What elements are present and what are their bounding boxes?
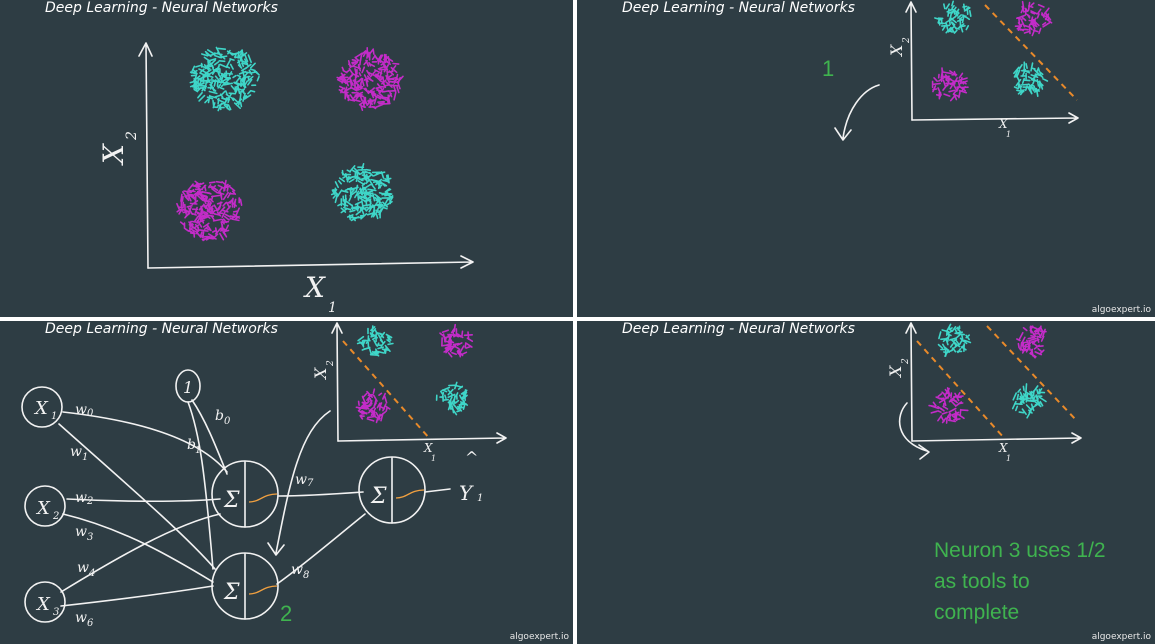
pointer-arrow [834, 84, 880, 141]
mini-cluster-top-right [439, 323, 474, 358]
note-line-3: complete [934, 601, 1019, 624]
mini-x-sub: 1 [1006, 454, 1011, 463]
network-label-sub: 3 [53, 607, 59, 618]
mini-cluster-top-left [937, 323, 972, 358]
mini-y-sub: 2 [902, 37, 912, 44]
network-label-w4: w [77, 560, 89, 576]
cluster-bottom-right [330, 163, 394, 222]
network-label-w3: w [75, 524, 87, 540]
step-label: 2 [280, 601, 292, 626]
mini-x-label: X [998, 117, 1008, 131]
network-label-b1s: 1 [195, 445, 201, 456]
mini-cluster-top-left [934, 0, 972, 34]
network-label-hat: ^ [465, 448, 478, 467]
mini-y-label: X [886, 365, 905, 379]
network-label-w0: w [75, 402, 87, 418]
mini-plot: X 2 X 1 [887, 0, 1079, 139]
mini-plot: X 2 X 1 [886, 322, 1082, 463]
network-drawing-1: X 2 X 1 X1X2X31w0w1w2w3w4w6w7w8b0b1ΣΣΣ^Y… [822, 0, 1079, 141]
network-label-w1: w [70, 444, 82, 460]
x-axis-subscript: 1 [328, 300, 337, 316]
panel-title: Deep Learning - Neural Networks [45, 0, 278, 16]
network-label-bias_node: 1 [183, 378, 193, 397]
mini-y-sub: 2 [326, 360, 336, 367]
cluster-top-right [336, 46, 404, 111]
x-axis-label: X [303, 271, 326, 304]
network-label-w6: w [75, 610, 87, 626]
panel-title: Deep Learning - Neural Networks [45, 321, 278, 337]
note-line-1: Neuron 3 uses 1/2 [934, 539, 1106, 562]
mini-x-sub: 1 [431, 454, 436, 463]
panel-title: Deep Learning - Neural Networks [622, 0, 855, 16]
network-label-b0s: 0 [224, 416, 231, 427]
mini-y-sub: 2 [901, 358, 911, 365]
mini-cluster-bottom-left [931, 67, 969, 102]
network-label-name: X [35, 594, 51, 615]
pointer-arrow [267, 410, 331, 556]
y-axis-label: X [97, 143, 130, 166]
network-label-sub: 1 [51, 411, 57, 422]
panel-network-step-3: Deep Learning - Neural Networks X 2 X 1 [577, 321, 1155, 644]
mini-cluster-bottom-left [928, 387, 969, 424]
mini-cluster-top-right [1014, 0, 1053, 37]
network-label-w4s: 4 [88, 568, 95, 579]
mini-cluster-bottom-right [1013, 61, 1049, 97]
network-label-w6s: 6 [87, 618, 94, 629]
mini-cluster-bottom-right [435, 381, 469, 416]
network-label-sum_symbol: Σ [370, 484, 387, 509]
network-label-sub: 2 [52, 511, 59, 522]
network-label-w8: w [291, 562, 303, 578]
network-label-name: X [35, 498, 51, 519]
watermark: algoexpert.io [509, 632, 569, 642]
pointer-arrow [898, 402, 930, 460]
y-axis-subscript: 2 [124, 131, 140, 141]
plot-axes [138, 42, 474, 269]
network-label-w0s: 0 [87, 408, 94, 419]
cluster-bottom-left [176, 179, 243, 242]
watermark: algoexpert.io [1091, 305, 1151, 315]
network-label-b0: b [215, 408, 224, 424]
mini-plot: X 2 X 1 [311, 322, 507, 463]
note-line-2: as tools to [934, 570, 1030, 593]
network-label-w2: w [75, 490, 87, 506]
network-label-w7s: 7 [307, 478, 314, 489]
step-label: 1 [822, 56, 834, 81]
decision-boundary-2 [342, 340, 431, 440]
network-label-name: X [33, 398, 49, 419]
panel-network-step-2: Deep Learning - Neural Networks X 2 X 1 [0, 321, 573, 644]
network-label-sub: 1 [477, 493, 483, 504]
network-label-w7: w [295, 472, 307, 488]
network-label-w3s: 3 [87, 532, 93, 543]
mini-cluster-bottom-right [1011, 383, 1047, 419]
network-label-w1s: 1 [82, 452, 88, 463]
mini-y-label: X [311, 367, 330, 381]
panel-xor-plot: Deep Learning - Neural Networks X 2 X 1 [0, 0, 573, 317]
decision-boundary-1 [984, 4, 1078, 101]
cluster-top-left [189, 46, 260, 112]
mini-cluster-top-left [356, 325, 394, 357]
network-label-w8s: 8 [303, 570, 309, 581]
network-label-sum_symbol: Σ [223, 488, 240, 513]
xor-plot-drawing: X 2 X 1 [97, 42, 474, 316]
decision-boundary-2 [916, 340, 1006, 440]
panel-network-step-1: Deep Learning - Neural Networks X 2 X 1 [577, 0, 1155, 317]
mini-cluster-top-right [1016, 325, 1047, 359]
network-label-sum_symbol: Σ [223, 580, 240, 605]
watermark: algoexpert.io [1091, 632, 1151, 642]
network-label-name: Y [459, 481, 474, 505]
mini-y-label: X [887, 44, 906, 58]
mini-cluster-bottom-left [355, 388, 391, 424]
network-label-b1: b [187, 437, 196, 453]
network-drawing-3: X 2 X 1 X1X2X31w0w1w2w3w4w6w7w8b0b1ΣΣΣ^Y… [886, 322, 1106, 624]
mini-x-label: X [998, 441, 1008, 455]
mini-x-label: X [423, 441, 433, 455]
panel-title: Deep Learning - Neural Networks [622, 321, 855, 337]
network-label-w2s: 2 [86, 496, 93, 507]
mini-x-sub: 1 [1006, 130, 1011, 139]
